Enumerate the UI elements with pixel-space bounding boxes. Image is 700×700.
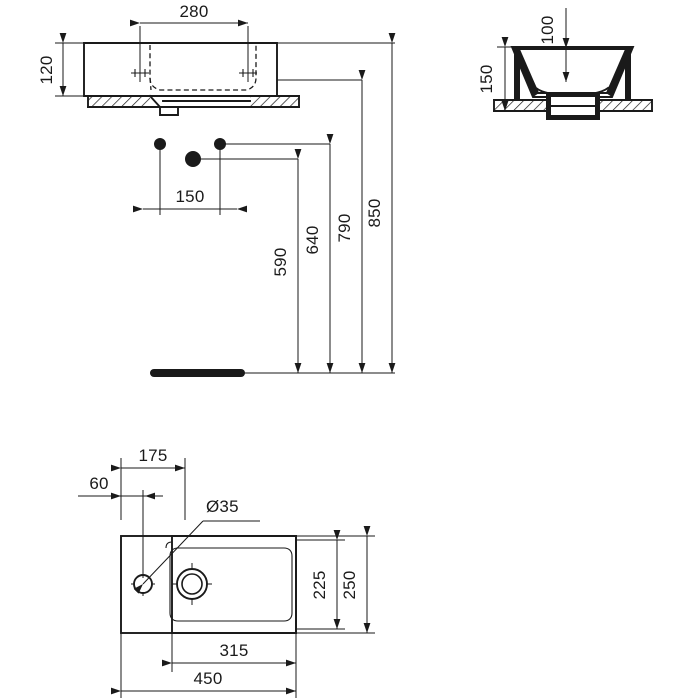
dimension-100-label: 100 [538, 16, 557, 45]
diameter-35-leader: Ø35 [133, 497, 260, 594]
wall-slab-front [87, 94, 300, 116]
front-elevation-view: 280 120 [37, 2, 395, 116]
dimension-850: 850 [365, 33, 396, 373]
dimension-450: 450 [111, 633, 297, 698]
dimension-790-label: 790 [335, 214, 354, 243]
dimension-850-label: 850 [365, 199, 384, 228]
dimension-790: 790 [277, 70, 366, 373]
dimension-315: 315 [162, 633, 297, 672]
dimension-150-side-label: 150 [477, 65, 496, 94]
dimension-315-label: 315 [220, 641, 249, 660]
dimension-150-side: 150 [477, 37, 516, 112]
diameter-35-label: Ø35 [206, 497, 239, 516]
dimension-640: 640 [303, 134, 334, 373]
dimension-120-label: 120 [37, 56, 56, 85]
dimension-60: 60 [78, 474, 163, 500]
dimension-280: 280 [130, 2, 249, 58]
dimension-60-label: 60 [89, 474, 108, 493]
side-section-view: 100 [477, 8, 653, 120]
dimension-100: 100 [538, 8, 570, 82]
dimension-450-label: 450 [194, 669, 223, 688]
wall-slab-side [493, 92, 653, 120]
dimension-250: 250 [296, 526, 375, 634]
dimension-150-middle: 150 [133, 187, 247, 213]
dimension-225: 225 [296, 530, 345, 630]
dimension-590-label: 590 [271, 248, 290, 277]
dimension-175: 175 [111, 446, 186, 520]
dimension-250-label: 250 [340, 571, 359, 600]
dimension-175-label: 175 [139, 446, 168, 465]
plan-view: 175 60 [78, 446, 375, 698]
connection-heights-schematic: 150 590 640 790 850 [133, 33, 396, 377]
waste-hole-plan [172, 563, 212, 605]
dimension-590: 590 [271, 149, 302, 373]
dimension-640-label: 640 [303, 226, 322, 255]
dimension-280-label: 280 [180, 2, 209, 21]
dimension-120: 120 [37, 33, 90, 97]
dimension-150-middle-label: 150 [176, 187, 205, 206]
dimension-225-label: 225 [310, 571, 329, 600]
floor-bar [150, 369, 245, 377]
